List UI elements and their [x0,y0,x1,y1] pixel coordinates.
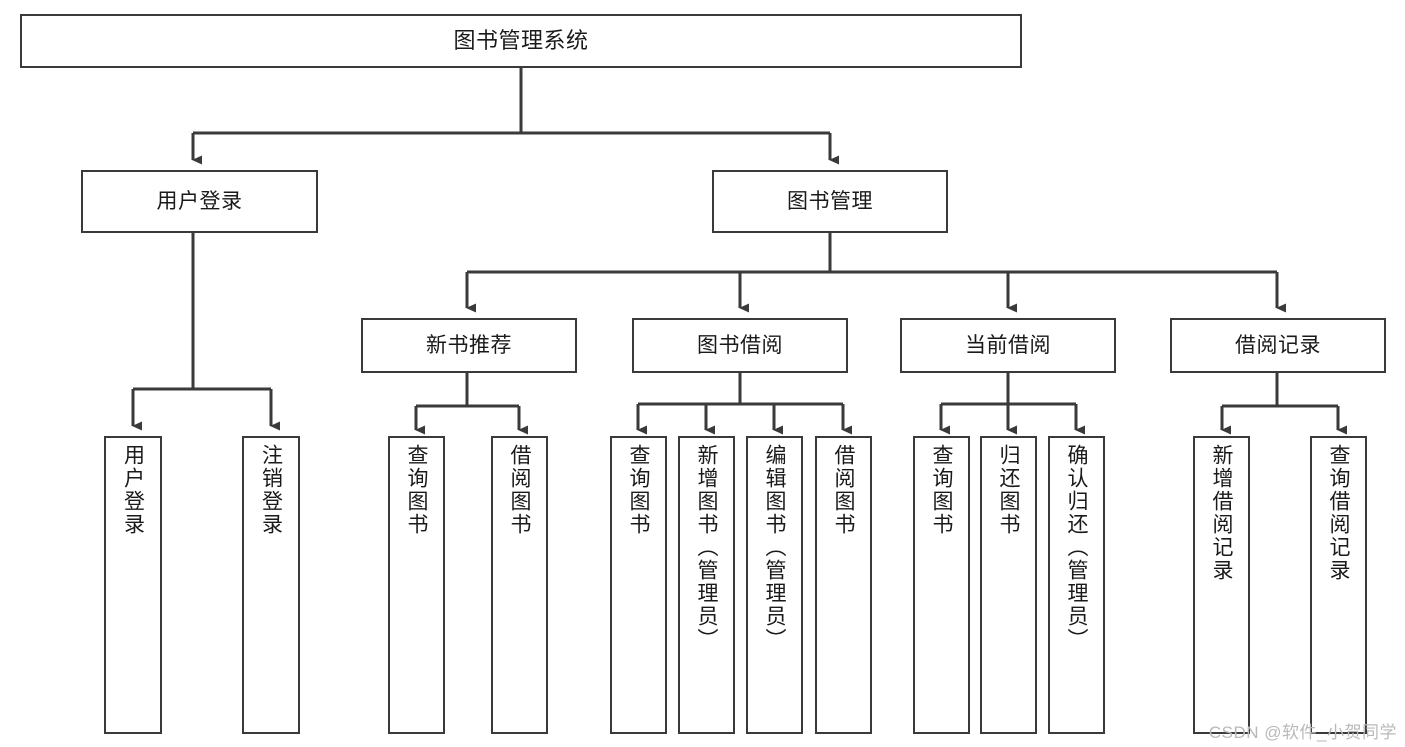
node-book-borrow[interactable]: 图书借阅 [632,318,848,373]
node-new-book-recommend-label: 新书推荐 [426,333,512,357]
node-leaf-add-book-label: 新增图书（管理员） [695,444,718,651]
node-leaf-logout-login[interactable]: 注销登录 [242,436,300,734]
node-leaf-confirm-return-label: 确认归还（管理员） [1065,444,1088,651]
node-leaf-query-book-3[interactable]: 查询图书 [913,436,970,734]
node-leaf-query-book-1[interactable]: 查询图书 [388,436,445,734]
node-book-borrow-label: 图书借阅 [697,333,783,357]
node-book-manage-label: 图书管理 [787,189,873,213]
node-current-borrow-label: 当前借阅 [965,333,1051,357]
node-root-label: 图书管理系统 [453,27,589,53]
node-leaf-add-record[interactable]: 新增借阅记录 [1193,436,1250,734]
node-leaf-logout-login-label: 注销登录 [259,444,283,536]
node-new-book-recommend[interactable]: 新书推荐 [361,318,577,373]
node-borrow-record[interactable]: 借阅记录 [1170,318,1386,373]
node-leaf-query-record-label: 查询借阅记录 [1327,444,1350,582]
node-leaf-edit-book-label: 编辑图书（管理员） [763,444,786,651]
node-leaf-return-book[interactable]: 归还图书 [980,436,1037,734]
node-leaf-return-book-label: 归还图书 [997,444,1020,536]
node-borrow-record-label: 借阅记录 [1235,333,1321,357]
node-book-manage[interactable]: 图书管理 [712,170,948,233]
node-leaf-user-login-label: 用户登录 [121,444,145,536]
node-leaf-add-record-label: 新增借阅记录 [1210,444,1233,582]
node-user-login[interactable]: 用户登录 [81,170,318,233]
node-leaf-borrow-book-2-label: 借阅图书 [832,444,855,536]
node-leaf-query-book-2[interactable]: 查询图书 [610,436,667,734]
node-leaf-borrow-book-1-label: 借阅图书 [508,444,531,536]
node-leaf-query-book-1-label: 查询图书 [405,444,428,536]
node-user-login-label: 用户登录 [156,189,243,213]
node-leaf-borrow-book-2[interactable]: 借阅图书 [815,436,872,734]
node-leaf-confirm-return[interactable]: 确认归还（管理员） [1048,436,1105,734]
node-current-borrow[interactable]: 当前借阅 [900,318,1116,373]
node-leaf-add-book[interactable]: 新增图书（管理员） [678,436,735,734]
node-leaf-query-record[interactable]: 查询借阅记录 [1310,436,1367,734]
node-leaf-user-login[interactable]: 用户登录 [104,436,162,734]
node-leaf-edit-book[interactable]: 编辑图书（管理员） [746,436,803,734]
node-leaf-query-book-2-label: 查询图书 [627,444,650,536]
watermark-text: CSDN @软件_小贺同学 [1208,723,1397,742]
node-root[interactable]: 图书管理系统 [20,14,1022,68]
node-leaf-query-book-3-label: 查询图书 [930,444,953,536]
node-leaf-borrow-book-1[interactable]: 借阅图书 [491,436,548,734]
